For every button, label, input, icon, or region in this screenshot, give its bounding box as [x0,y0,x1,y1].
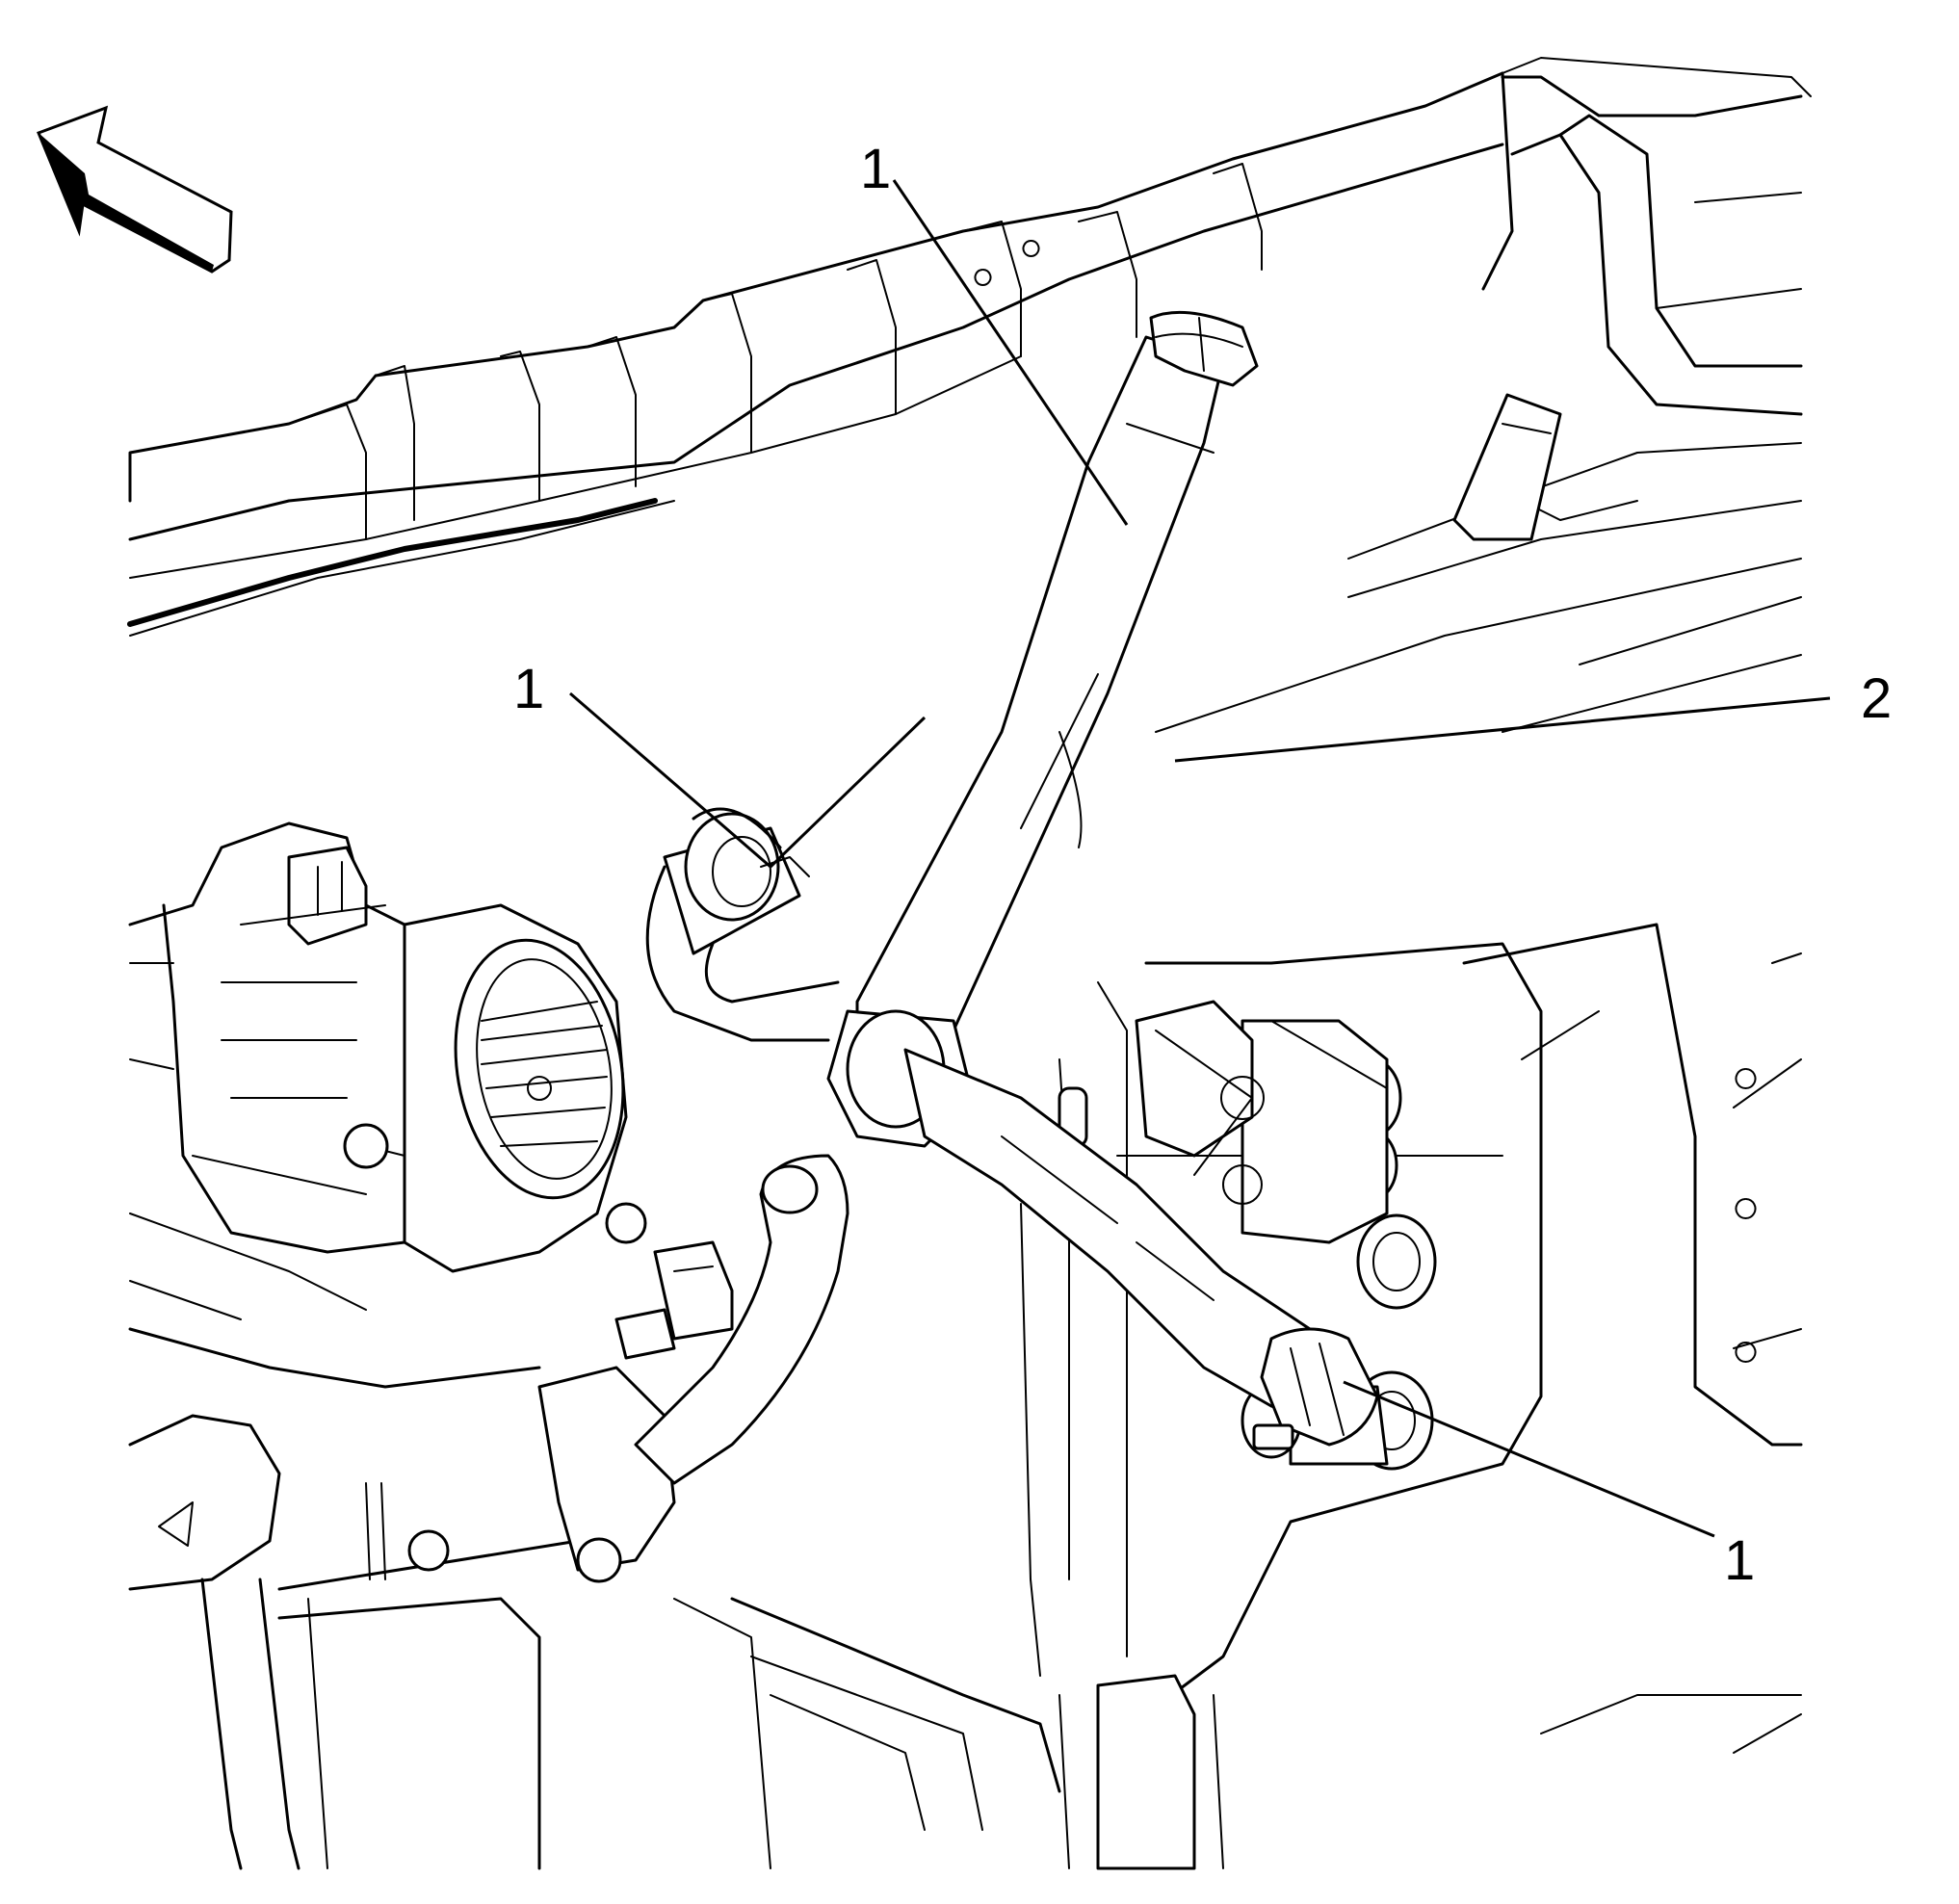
bulkhead-panel [1155,75,1803,1754]
callout-label-left: 1 [513,658,544,720]
leader-top [892,179,1129,526]
engine-intake [128,822,541,1389]
heater-hose [826,310,1379,1450]
leader-lines [569,179,1831,1538]
electrical-connector [614,1240,734,1360]
leader-left [569,691,771,869]
leader-bottom [1343,1380,1715,1538]
throttle-body [343,903,647,1273]
leader-left-2 [769,716,927,869]
callout-label-hose: 2 [1861,667,1892,730]
upper-left-hose-clamp [663,807,810,955]
callout-label-top: 1 [860,138,891,200]
direction-arrow-icon [37,105,233,274]
leader-hose [1174,696,1831,763]
engine-lower [128,1366,1224,1870]
cowl-panel [127,57,1812,637]
callout-label-bottom: 1 [1724,1529,1755,1592]
coolant-valve-assembly [1058,1000,1389,1244]
hose-clip-bracket [1452,393,1562,541]
throttle-body-coolant-hose [634,1154,849,1485]
bypass-hose [645,865,840,1042]
